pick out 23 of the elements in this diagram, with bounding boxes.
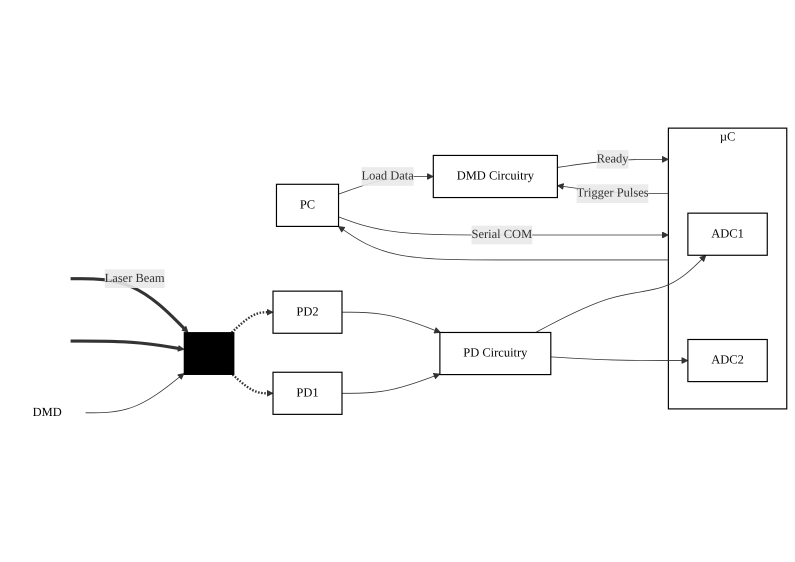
edge-label: Ready	[596, 152, 628, 166]
arrow	[70, 340, 184, 352]
edge-label: Laser Beam	[104, 272, 164, 285]
arrow	[341, 372, 440, 394]
node-box: PD1	[272, 372, 342, 415]
arrow	[534, 254, 706, 333]
arrow	[341, 312, 440, 334]
edge-label: Trigger Pulses	[576, 186, 648, 200]
arrow	[338, 226, 668, 260]
node-box: ADC2	[686, 338, 768, 382]
node-bar	[183, 332, 234, 375]
edge-label: Serial COM	[471, 228, 532, 242]
arrow	[230, 308, 273, 334]
node-box: DMD Circuitry	[432, 154, 558, 198]
arrow	[231, 374, 273, 397]
arrow	[84, 373, 184, 414]
node-text: DMD	[32, 406, 62, 420]
edge-label: Load Data	[360, 169, 414, 183]
arrow	[550, 356, 688, 364]
node-box: PD Circuitry	[438, 332, 551, 376]
node-box: PD2	[272, 290, 342, 334]
node-box: ADC1	[686, 212, 768, 256]
node-box: PC	[275, 184, 339, 227]
